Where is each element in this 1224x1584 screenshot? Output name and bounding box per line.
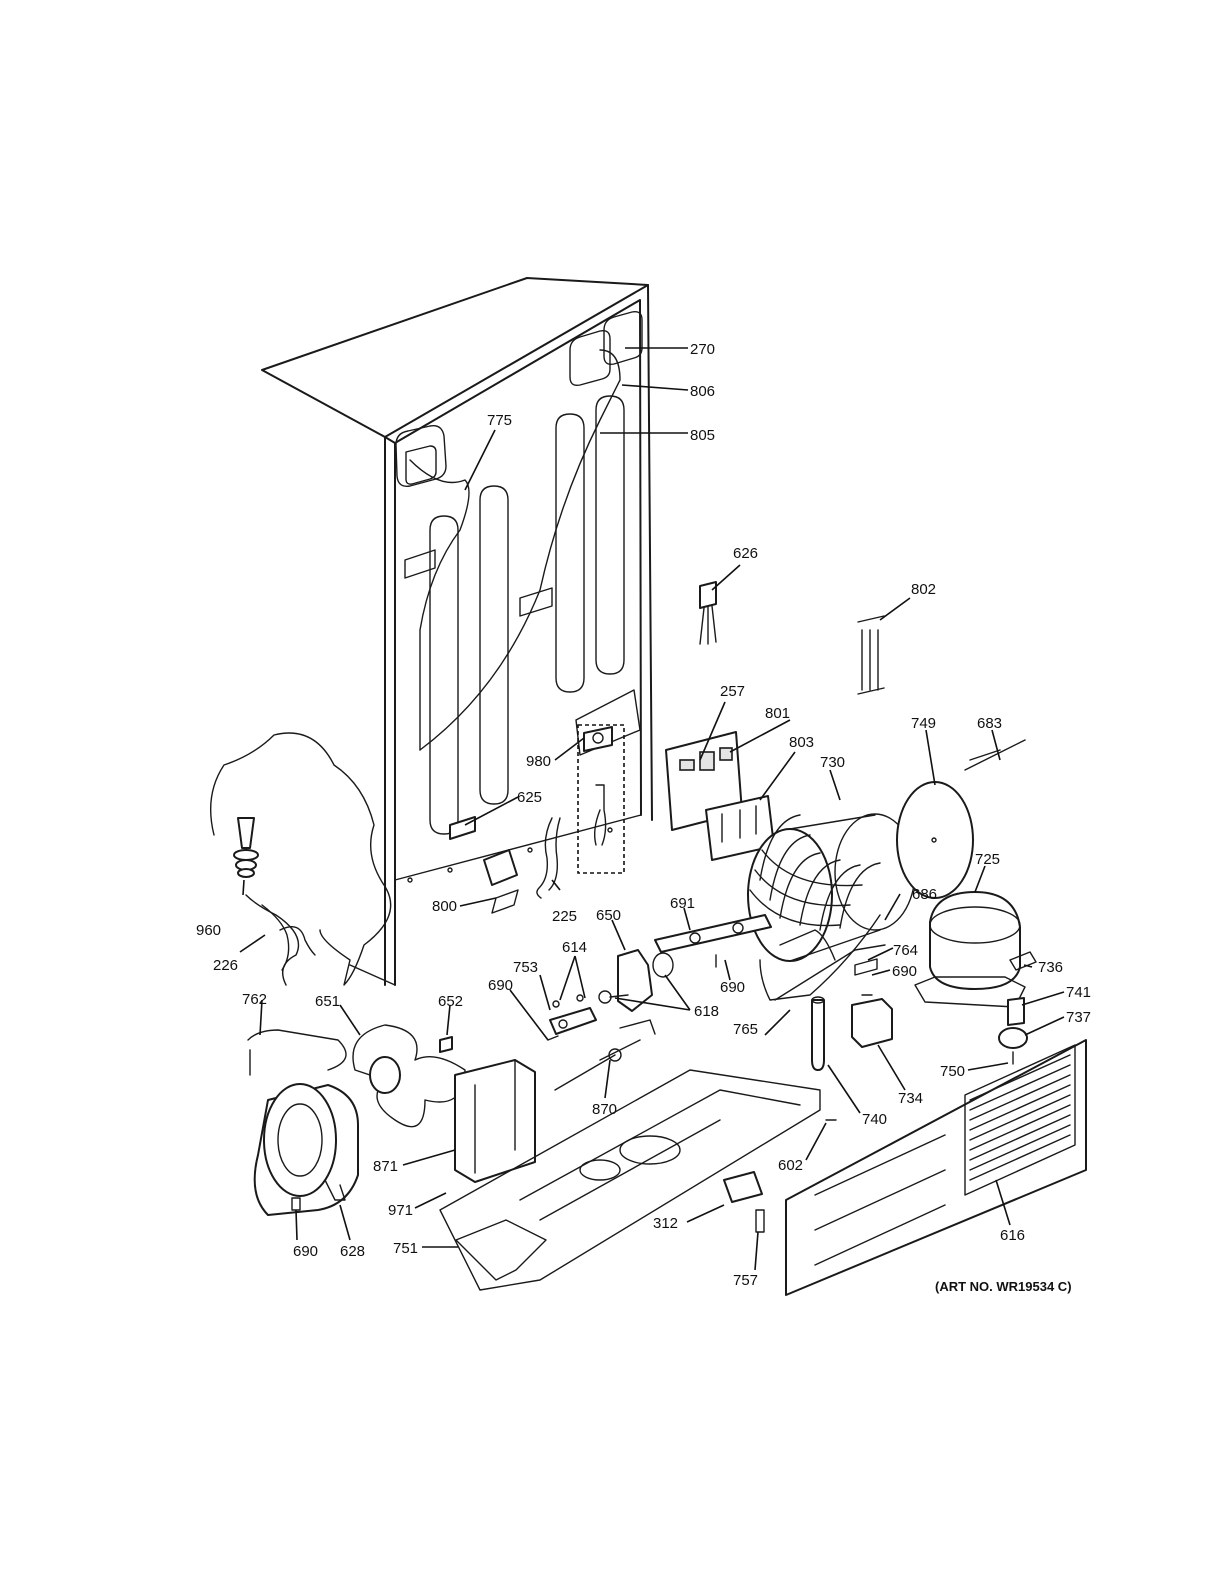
callout-226: 226: [213, 957, 238, 974]
callout-651: 651: [315, 993, 340, 1010]
callout-960: 960: [196, 922, 221, 939]
condenser-fan-motor: [548, 950, 673, 1090]
callout-764: 764: [893, 942, 918, 959]
callout-762: 762: [242, 991, 267, 1008]
callout-616: 616: [1000, 1227, 1025, 1244]
callout-741: 741: [1066, 984, 1091, 1001]
callout-650: 650: [596, 907, 621, 924]
callout-690-bracket: 690: [720, 979, 745, 996]
base-tray: [440, 1060, 836, 1290]
condenser-coil: [748, 814, 915, 961]
condenser-fan-cover: [897, 740, 1025, 898]
callout-800: 800: [432, 898, 457, 915]
callout-686: 686: [912, 886, 937, 903]
callout-736: 736: [1038, 959, 1063, 976]
callout-805: 805: [690, 427, 715, 444]
callout-801: 801: [765, 705, 790, 722]
callout-803: 803: [789, 734, 814, 751]
callout-806: 806: [690, 383, 715, 400]
callout-690-compressor: 690: [892, 963, 917, 980]
callout-765: 765: [733, 1021, 758, 1038]
callout-690-shroud: 690: [293, 1243, 318, 1260]
callout-625: 625: [517, 789, 542, 806]
cabinet-back-panel: [262, 278, 652, 985]
callout-725: 725: [975, 851, 1000, 868]
callout-871: 871: [373, 1158, 398, 1175]
art-number: (ART NO. WR19534 C): [935, 1279, 1072, 1294]
dryer-and-start-device: [812, 997, 892, 1070]
rear-access-grille: [786, 1040, 1086, 1295]
callout-730: 730: [820, 754, 845, 771]
callout-749: 749: [911, 715, 936, 732]
compressor: [915, 892, 1036, 1064]
callout-652: 652: [438, 993, 463, 1010]
callout-737: 737: [1066, 1009, 1091, 1026]
callout-775: 775: [487, 412, 512, 429]
callout-683: 683: [977, 715, 1002, 732]
callout-802: 802: [911, 581, 936, 598]
callout-257: 257: [720, 683, 745, 700]
callout-312: 312: [653, 1215, 678, 1232]
callout-750: 750: [940, 1063, 965, 1080]
callout-270: 270: [690, 341, 715, 358]
callout-628: 628: [340, 1243, 365, 1260]
callout-980: 980: [526, 753, 551, 770]
callout-757: 757: [733, 1272, 758, 1289]
fan-blade-and-shroud: [248, 1025, 465, 1215]
callout-225: 225: [552, 908, 577, 925]
callout-690-motor: 690: [488, 977, 513, 994]
callout-751: 751: [393, 1240, 418, 1257]
ice-dispenser-inset: [211, 733, 391, 985]
callout-740: 740: [862, 1111, 887, 1128]
callout-614: 614: [562, 939, 587, 956]
callout-626: 626: [733, 545, 758, 562]
callout-734: 734: [898, 1090, 923, 1107]
callout-691: 691: [670, 895, 695, 912]
callout-753: 753: [513, 959, 538, 976]
callout-602: 602: [778, 1157, 803, 1174]
callout-971: 971: [388, 1202, 413, 1219]
callout-618: 618: [694, 1003, 719, 1020]
callout-870: 870: [592, 1101, 617, 1118]
